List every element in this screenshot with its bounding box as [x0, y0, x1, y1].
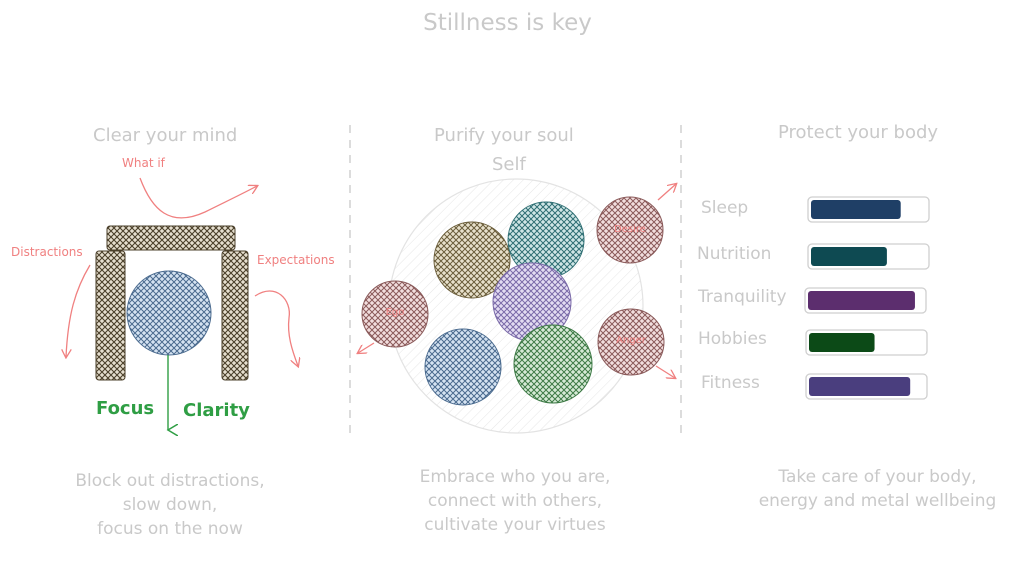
mind-shield — [95, 225, 249, 381]
shield-right — [221, 250, 249, 381]
bubble-blue — [424, 328, 502, 406]
label-self: Self — [492, 154, 526, 175]
what-if-arrow — [139, 177, 257, 219]
bar-label-sleep: Sleep — [701, 198, 749, 218]
description-mind-line-2: slow down, — [122, 495, 218, 515]
description-soul-line-2: connect with others, — [427, 491, 603, 511]
bar-label-fitness: Fitness — [701, 373, 760, 393]
desire-arrow — [657, 184, 676, 201]
description-soul-line-1: Embrace who you are, — [419, 467, 611, 487]
heading-protect-your-body: Protect your body — [778, 122, 939, 143]
bar-label-nutrition: Nutrition — [697, 244, 772, 264]
description-mind: Block out distractions, slow down, focus… — [40, 469, 300, 541]
bubble-label-ego: Ego — [385, 307, 405, 318]
bubble-ego — [361, 280, 429, 348]
mind-circle — [126, 270, 212, 356]
description-mind-line-1: Block out distractions, — [75, 471, 265, 491]
heading-clear-your-mind: Clear your mind — [93, 125, 238, 146]
label-focus: Focus — [96, 398, 155, 419]
expectations-arrow — [254, 290, 298, 366]
shield-top — [106, 225, 236, 251]
label-expectations: Expectations — [257, 253, 335, 267]
bubble-anger — [597, 308, 665, 376]
bubble-green — [513, 324, 593, 404]
distractions-arrow — [66, 264, 91, 357]
bar-label-hobbies: Hobbies — [698, 329, 767, 349]
bubble-desire — [596, 196, 664, 264]
bubble-label-anger: Anger — [616, 335, 646, 346]
bar-fill-hobbies — [809, 333, 875, 352]
description-soul-line-3: cultivate your virtues — [424, 515, 606, 535]
ego-arrow — [358, 342, 375, 353]
label-clarity: Clarity — [183, 400, 250, 421]
label-what-if: What if — [122, 156, 165, 170]
description-mind-line-3: focus on the now — [97, 519, 243, 539]
bar-fill-nutrition — [811, 247, 887, 266]
description-soul: Embrace who you are, connect with others… — [385, 465, 645, 537]
description-body-line-1: Take care of your body, — [778, 467, 977, 487]
bar-label-tranquility: Tranquility — [698, 287, 787, 307]
bar-fill-tranquility — [808, 291, 915, 310]
page-title: Stillness is key — [423, 10, 592, 36]
description-body-line-2: energy and metal wellbeing — [758, 491, 997, 511]
wellbeing-bars — [804, 196, 930, 400]
bubble-olive — [433, 221, 511, 299]
heading-purify-your-soul: Purify your soul — [434, 125, 574, 146]
anger-arrow — [655, 365, 675, 378]
description-body: Take care of your body, energy and metal… — [740, 465, 1015, 513]
bubble-label-desire: Desire — [614, 224, 646, 235]
bar-fill-sleep — [811, 200, 901, 219]
shield-left — [95, 250, 126, 381]
bar-fill-fitness — [809, 377, 911, 396]
label-distractions: Distractions — [11, 245, 83, 259]
